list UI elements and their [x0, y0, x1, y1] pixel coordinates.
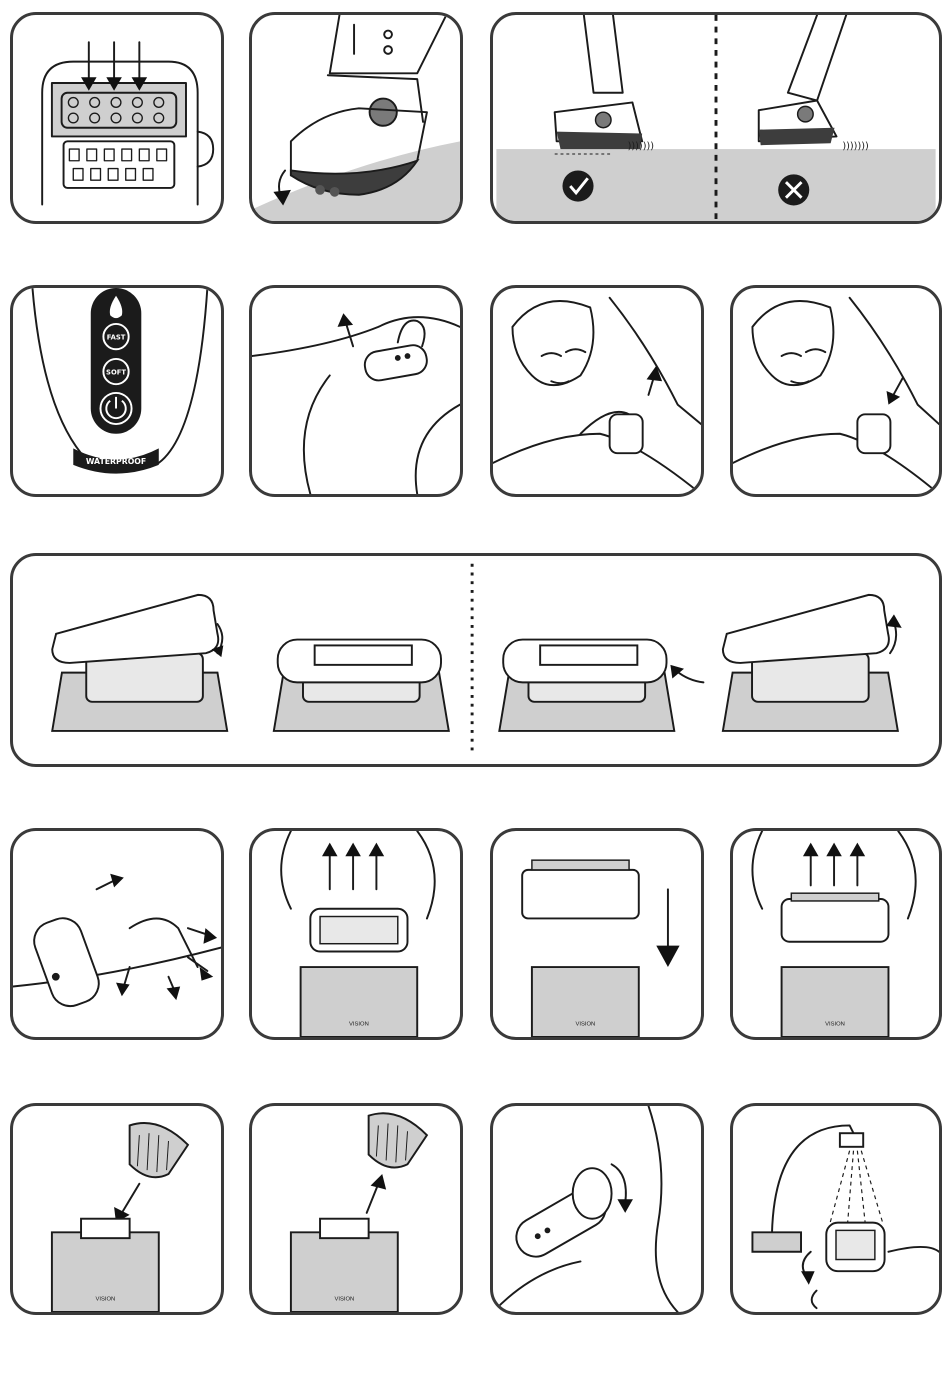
attach-shaver-head-illustration: VISION	[493, 831, 701, 1037]
control-buttons-illustration: FAST SOFT WATERPROOF	[13, 288, 221, 494]
model-label-5: VISION	[334, 1296, 354, 1302]
cross-circle-icon	[778, 174, 809, 205]
svg-text:))))))): )))))))	[628, 141, 655, 152]
massage-attachment-illustration	[493, 1106, 701, 1312]
panel-massage-attachment	[490, 1103, 704, 1315]
device-base-1	[52, 595, 227, 731]
panel-attach-shaver-head: VISION	[490, 828, 704, 1040]
model-label-4: VISION	[95, 1296, 115, 1302]
panel-remove-comb: VISION	[249, 1103, 463, 1315]
remove-head-illustration: VISION	[252, 831, 460, 1037]
panel-correct-incorrect-angle: ))))))) )))))))	[490, 12, 942, 224]
panel-underarm-down	[730, 285, 942, 497]
pivoting-head-illustration	[252, 15, 460, 221]
fast-button-label: FAST	[107, 334, 126, 342]
down-arrows-icon	[81, 42, 147, 91]
check-circle-icon	[562, 170, 593, 201]
panel-control-buttons: FAST SOFT WATERPROOF	[10, 285, 224, 497]
model-label-2: VISION	[575, 1021, 595, 1027]
device-base-4	[723, 595, 902, 731]
panel-rinse-under-tap	[730, 1103, 942, 1315]
up-arrows-icon	[322, 843, 384, 890]
panel-attach-detach-cap	[10, 553, 942, 767]
stretch-skin-illustration	[13, 831, 221, 1037]
model-label: VISION	[349, 1021, 369, 1027]
angle-comparison-illustration: ))))))) )))))))	[493, 15, 939, 221]
panel-underarm-up	[490, 285, 704, 497]
panel-attach-comb: VISION	[10, 1103, 224, 1315]
panel-stretch-skin	[10, 828, 224, 1040]
soft-button-label: SOFT	[106, 368, 126, 376]
panel-remove-head: VISION	[249, 828, 463, 1040]
device-base-3	[499, 640, 703, 731]
model-label-3: VISION	[825, 1021, 845, 1027]
rinse-under-tap-illustration	[733, 1106, 939, 1312]
underarm-epilation-down-illustration	[733, 288, 939, 494]
svg-text:))))))): )))))))	[842, 141, 869, 152]
tap-base	[752, 1232, 801, 1251]
remove-comb-illustration: VISION	[252, 1106, 460, 1312]
remove-shaver-head-illustration: VISION	[733, 831, 939, 1037]
panel-leg-use	[249, 285, 463, 497]
electrode-head-illustration	[13, 15, 221, 221]
waterproof-label: WATERPROOF	[86, 457, 146, 466]
panel-remove-shaver-head: VISION	[730, 828, 942, 1040]
attach-comb-illustration: VISION	[13, 1106, 221, 1312]
up-arrows-icon	[803, 843, 865, 886]
cap-attachment-sequence	[13, 556, 939, 764]
device-base-2	[274, 640, 449, 731]
panel-electrode-head-top-view	[10, 12, 224, 224]
underarm-epilation-up-illustration	[493, 288, 701, 494]
leg-epilation-illustration	[252, 288, 460, 494]
panel-pivoting-head-on-skin	[249, 12, 463, 224]
